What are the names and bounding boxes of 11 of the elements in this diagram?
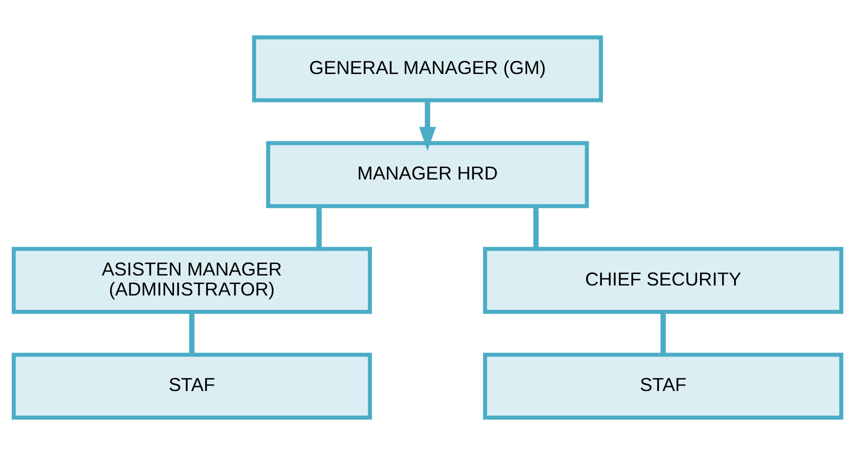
node-box: STAF (483, 352, 844, 420)
connector (660, 312, 666, 354)
node-box: GENERAL MANAGER (GM) (252, 35, 603, 102)
node-box: ASISTEN MANAGER (ADMINISTRATOR) (12, 246, 372, 314)
node-box: STAF (12, 352, 372, 420)
connector (533, 206, 539, 249)
arrow (419, 100, 436, 151)
connector (316, 206, 322, 249)
connector (189, 312, 194, 354)
node-box: MANAGER HRD (266, 141, 589, 208)
node-box: CHIEF SECURITY (483, 246, 844, 314)
